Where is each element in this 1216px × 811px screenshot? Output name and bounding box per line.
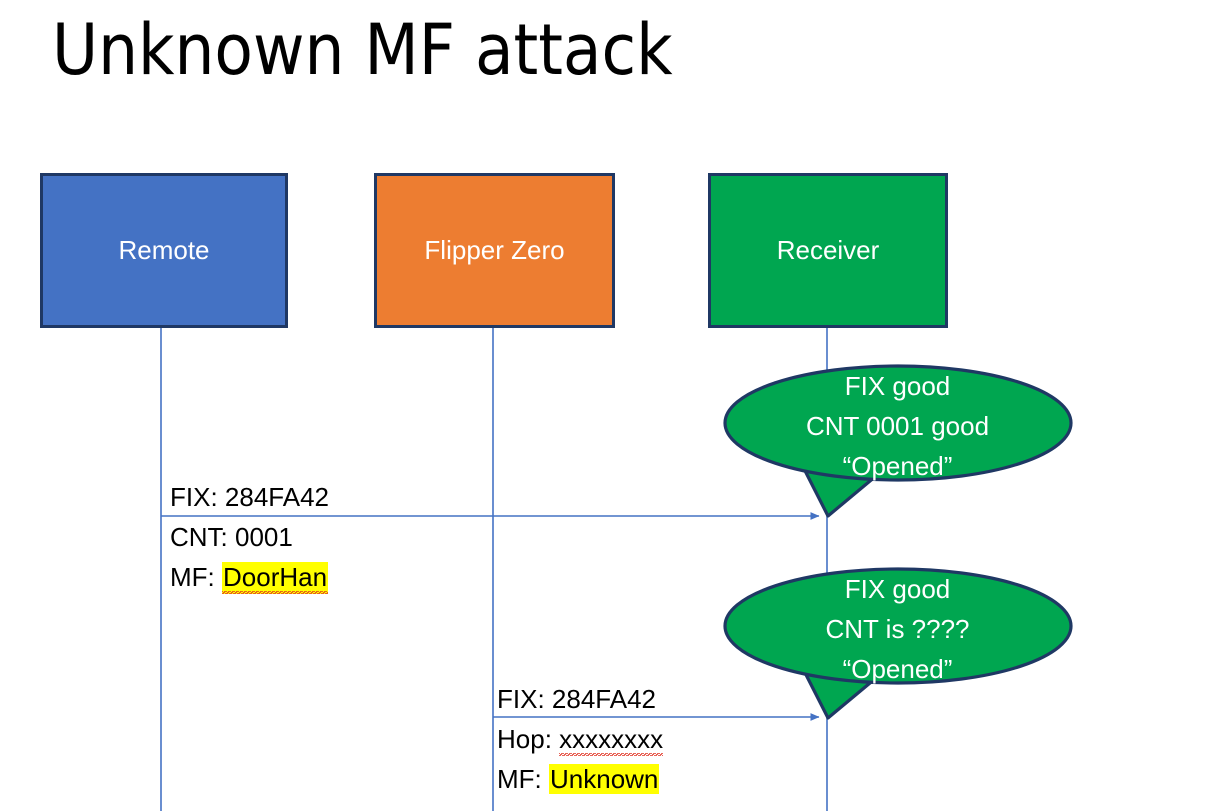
speech-bubble-1 xyxy=(723,364,1073,518)
bubble-1-line-2: CNT 0001 good xyxy=(805,411,990,441)
bubble-1-line-1: FIX good xyxy=(844,371,951,401)
speech-bubble-2 xyxy=(723,567,1073,720)
actor-label-remote: Remote xyxy=(118,235,210,266)
message-label-1: FIX: 284FA42 CNT: 0001 MF: DoorHan xyxy=(170,477,329,597)
message-2-line-2-value: xxxxxxxx xyxy=(559,724,664,756)
page-title: Unknown MF attack xyxy=(52,9,673,91)
actor-label-receiver: Receiver xyxy=(776,235,880,266)
speech-bubble-1-text: FIX good CNT 0001 good “Opened” xyxy=(725,366,1070,486)
message-2-line-2: Hop: xxxxxxxx xyxy=(497,719,664,759)
message-2-line-3: MF: Unknown xyxy=(497,759,663,799)
message-1-line-3-value-highlighted: DoorHan xyxy=(222,562,329,594)
message-1-line-2-value: 0001 xyxy=(235,522,293,552)
message-1-line-2: CNT: 0001 xyxy=(170,517,329,557)
message-2-line-1-prefix: FIX: xyxy=(497,684,552,714)
speech-bubble-2-text: FIX good CNT is ???? “Opened” xyxy=(725,569,1070,689)
bubble-2-line-1: FIX good xyxy=(844,574,951,604)
message-2-line-2-prefix: Hop: xyxy=(497,724,560,754)
actor-box-receiver[interactable]: Receiver xyxy=(708,173,948,328)
message-1-line-2-prefix: CNT: xyxy=(170,522,235,552)
actor-box-flipper-zero[interactable]: Flipper Zero xyxy=(374,173,615,328)
message-1-line-3: MF: DoorHan xyxy=(170,557,329,597)
bubble-1-line-3: “Opened” xyxy=(842,451,953,481)
message-1-line-3-prefix: MF: xyxy=(170,562,222,592)
message-2-line-3-value-highlighted: Unknown xyxy=(549,764,660,794)
message-1-line-1-value: 284FA42 xyxy=(224,482,329,512)
message-2-line-1-value: 284FA42 xyxy=(551,684,656,714)
message-label-2: FIX: 284FA42 Hop: xxxxxxxx MF: Unknown xyxy=(497,679,664,799)
message-1-line-1: FIX: 284FA42 xyxy=(170,477,329,517)
bubble-2-line-2: CNT is ???? xyxy=(825,614,970,644)
message-1-line-1-prefix: FIX: xyxy=(170,482,225,512)
actor-label-flipper-zero: Flipper Zero xyxy=(424,235,565,266)
message-2-line-3-prefix: MF: xyxy=(497,764,549,794)
bubble-2-line-3: “Opened” xyxy=(842,654,953,684)
actor-box-remote[interactable]: Remote xyxy=(40,173,288,328)
message-2-line-1: FIX: 284FA42 xyxy=(497,679,663,719)
